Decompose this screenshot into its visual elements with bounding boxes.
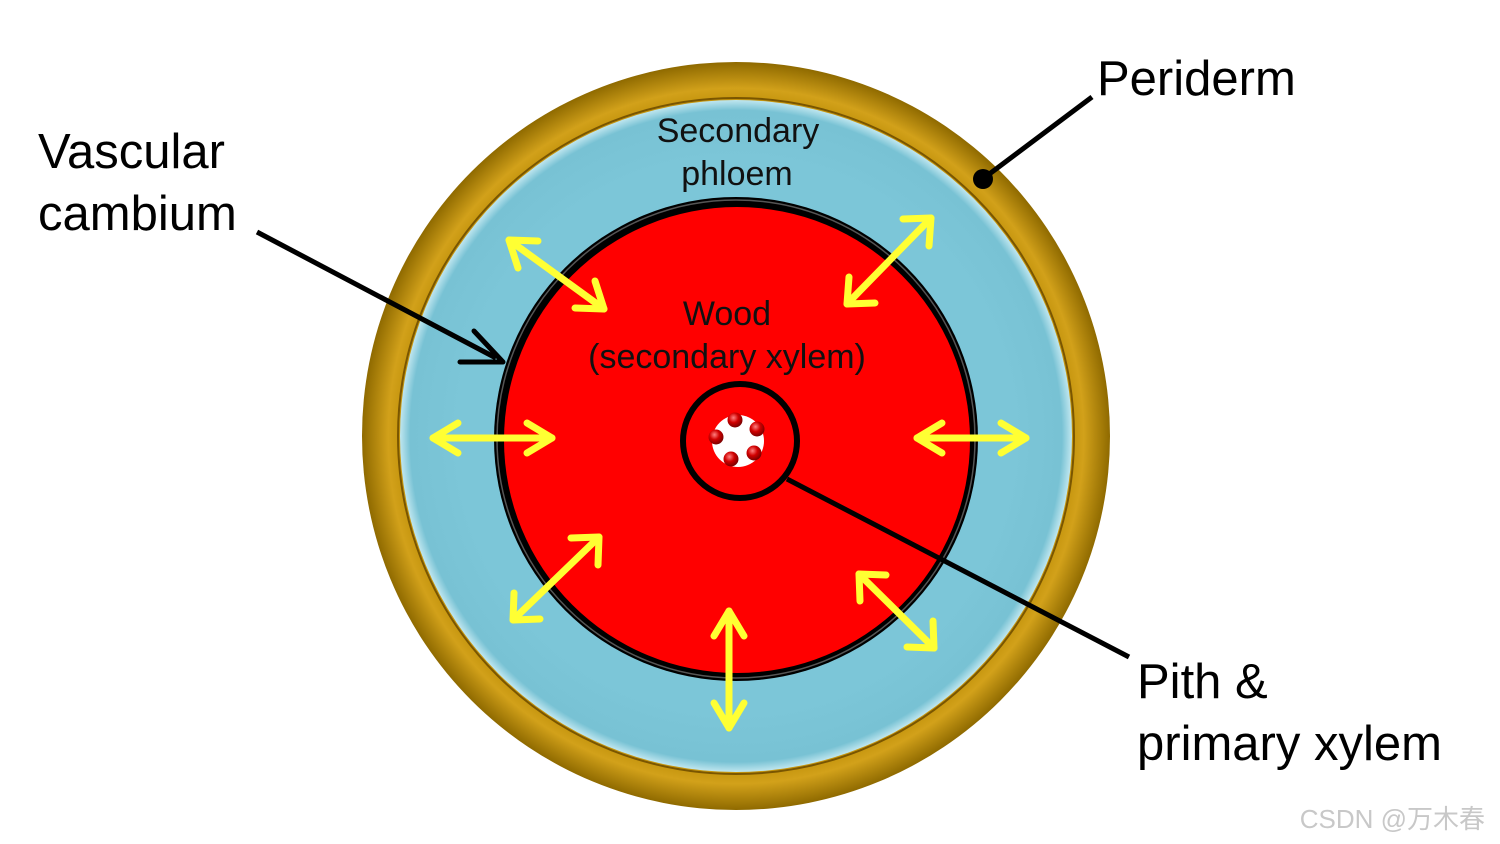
- secondary-phloem-label-line2: phloem: [681, 155, 793, 193]
- pith-leader: [785, 476, 1131, 660]
- primary-xylem-bundles: [708, 412, 765, 467]
- primary-xylem-dot: [708, 429, 724, 445]
- wood-label-line1: Wood: [683, 295, 771, 333]
- periderm-label: Periderm: [1097, 52, 1296, 106]
- double-headed-arrow-icon: [509, 533, 603, 624]
- double-headed-arrow-icon: [843, 214, 935, 308]
- primary-xylem-dot: [749, 421, 765, 437]
- primary-xylem-dot: [746, 445, 762, 461]
- double-headed-arrow-icon: [913, 419, 1030, 457]
- vascular-cambium-label-line1: Vascular: [38, 125, 225, 179]
- watermark: CSDN @万木春: [1300, 804, 1485, 834]
- pith-label-line1: Pith &: [1137, 655, 1268, 709]
- secondary-phloem-label-line1: Secondary: [657, 112, 820, 150]
- growth-arrows: [429, 214, 1030, 732]
- primary-xylem-dot: [727, 412, 743, 428]
- dot-icon: [973, 169, 993, 189]
- double-headed-arrow-icon: [855, 570, 938, 652]
- double-headed-arrow-icon: [429, 419, 556, 457]
- periderm-inner-edge: [397, 97, 1075, 775]
- arrowhead-icon: [457, 328, 506, 365]
- pith-label-line2: primary xylem: [1137, 717, 1442, 771]
- primary-xylem-dot: [723, 451, 739, 467]
- periderm-leader: [973, 95, 1094, 189]
- double-headed-arrow-icon: [505, 236, 608, 313]
- vascular-cambium-label-line2: cambium: [38, 187, 237, 241]
- wood-label-line2: (secondary xylem): [588, 338, 866, 376]
- double-headed-arrow-icon: [710, 607, 748, 732]
- pith-ring: [680, 381, 800, 501]
- vascular-cambium-leader: [255, 229, 506, 365]
